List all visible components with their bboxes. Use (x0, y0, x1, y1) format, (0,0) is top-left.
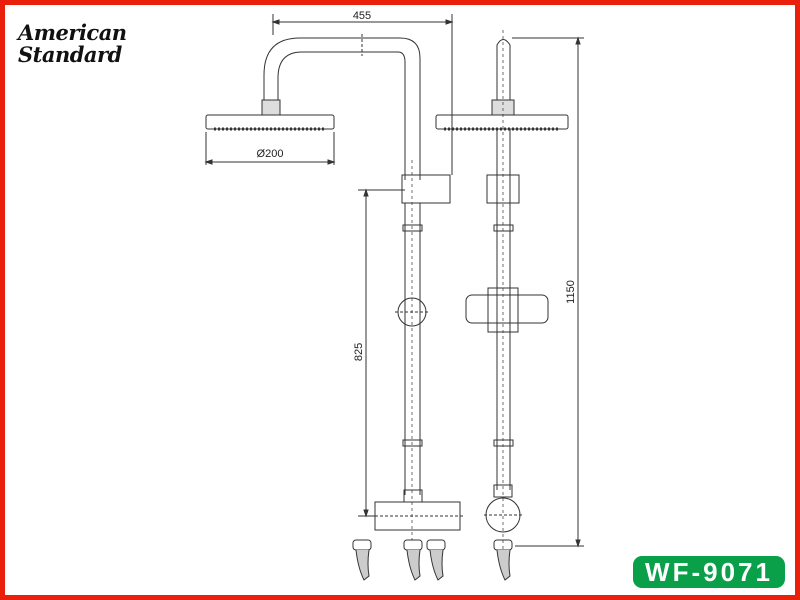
dimension-825: 825 (353, 188, 405, 518)
brand-line-2: Standard (18, 42, 122, 67)
shower-head-side (435, 114, 569, 130)
brand-logo: American Standard (18, 22, 127, 66)
dimension-455: 455 (271, 10, 454, 175)
dimension-label-200: Ø200 (257, 148, 284, 160)
shower-head-front (205, 114, 335, 130)
hose-connectors (352, 539, 446, 581)
brand-line-1: American (18, 20, 127, 45)
hand-shower-holder (465, 294, 549, 324)
dimension-200: Ø200 (204, 132, 336, 165)
model-badge: WF-9071 (633, 556, 785, 588)
dimension-1150: 1150 (512, 36, 584, 548)
dimension-label-455: 455 (353, 10, 371, 22)
top-bracket-side (486, 174, 520, 204)
front-view-shower (205, 34, 465, 581)
side-view-shower (435, 30, 569, 581)
dimension-label-1150: 1150 (565, 280, 577, 304)
dimension-label-825: 825 (353, 343, 365, 361)
top-bracket (401, 174, 451, 204)
